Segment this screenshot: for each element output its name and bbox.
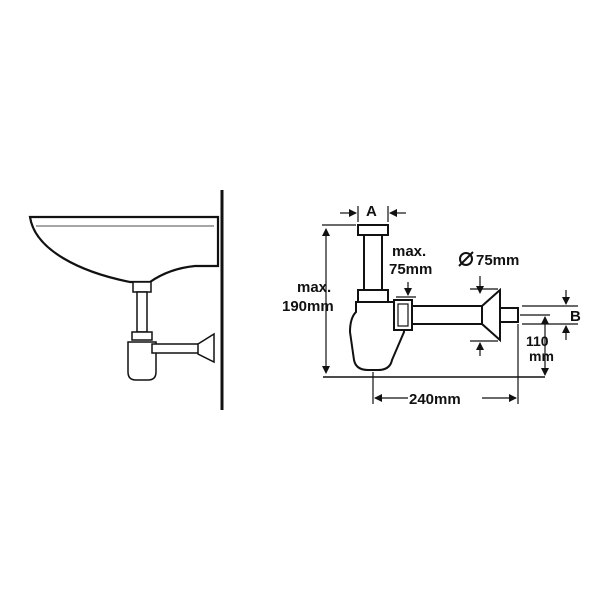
wall-pipe-stub — [499, 307, 519, 323]
siphon-technical-drawing: A max. 190mm max. 75mm 75mm B 110 — [282, 203, 581, 408]
dim-190-label-line1: max. — [297, 279, 331, 296]
dim-110-label-line1: 110 — [526, 333, 549, 349]
basin-drain — [132, 281, 152, 293]
dim-75-label-line2: 75mm — [389, 261, 432, 278]
dim-b-label: B — [570, 308, 581, 325]
siphon-nut — [131, 331, 153, 341]
upper-nut — [357, 289, 389, 303]
siphon-outlet-pipe — [151, 343, 201, 354]
siphon-wall-flange — [197, 332, 215, 364]
basin-bowl — [28, 215, 220, 284]
siphon-tailpiece — [136, 291, 148, 333]
siphon-bottle — [127, 341, 157, 381]
inlet-cap — [357, 224, 389, 236]
outlet-pipe — [411, 305, 483, 325]
dim-190-label-line2: 190mm — [282, 298, 334, 315]
inlet-pipe — [363, 234, 383, 291]
dim-a-label: A — [366, 203, 377, 220]
dim-dia-label: 75mm — [476, 252, 519, 269]
dim-75-label-line1: max. — [392, 243, 426, 260]
wall-flange-cone — [481, 287, 501, 343]
diameter-icon — [458, 251, 474, 267]
basin-illustration — [28, 190, 224, 410]
dim-240-label: 240mm — [409, 391, 461, 408]
outlet-nut-inner — [397, 303, 409, 327]
dim-110-label-line2: mm — [529, 348, 554, 364]
